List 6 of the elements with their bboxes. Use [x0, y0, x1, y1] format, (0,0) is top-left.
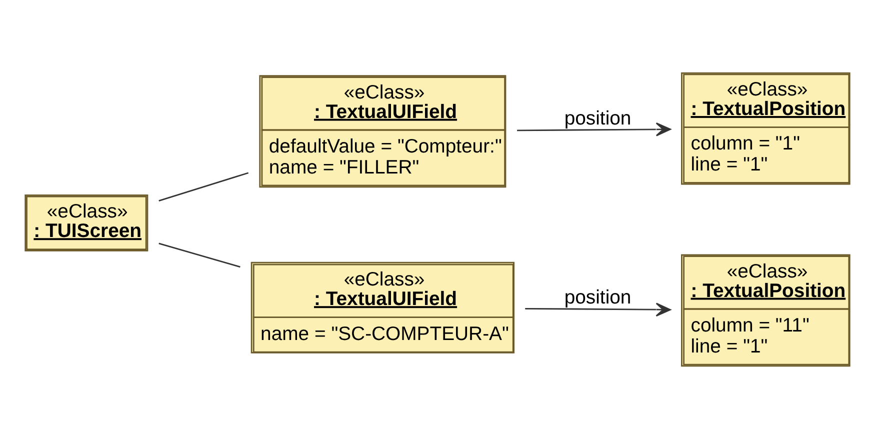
connector — [158, 242, 240, 268]
arrow — [525, 302, 671, 317]
arrow — [517, 122, 671, 136]
edge-label: position — [564, 286, 632, 309]
edge-label: position — [564, 108, 632, 130]
connector — [158, 172, 249, 202]
